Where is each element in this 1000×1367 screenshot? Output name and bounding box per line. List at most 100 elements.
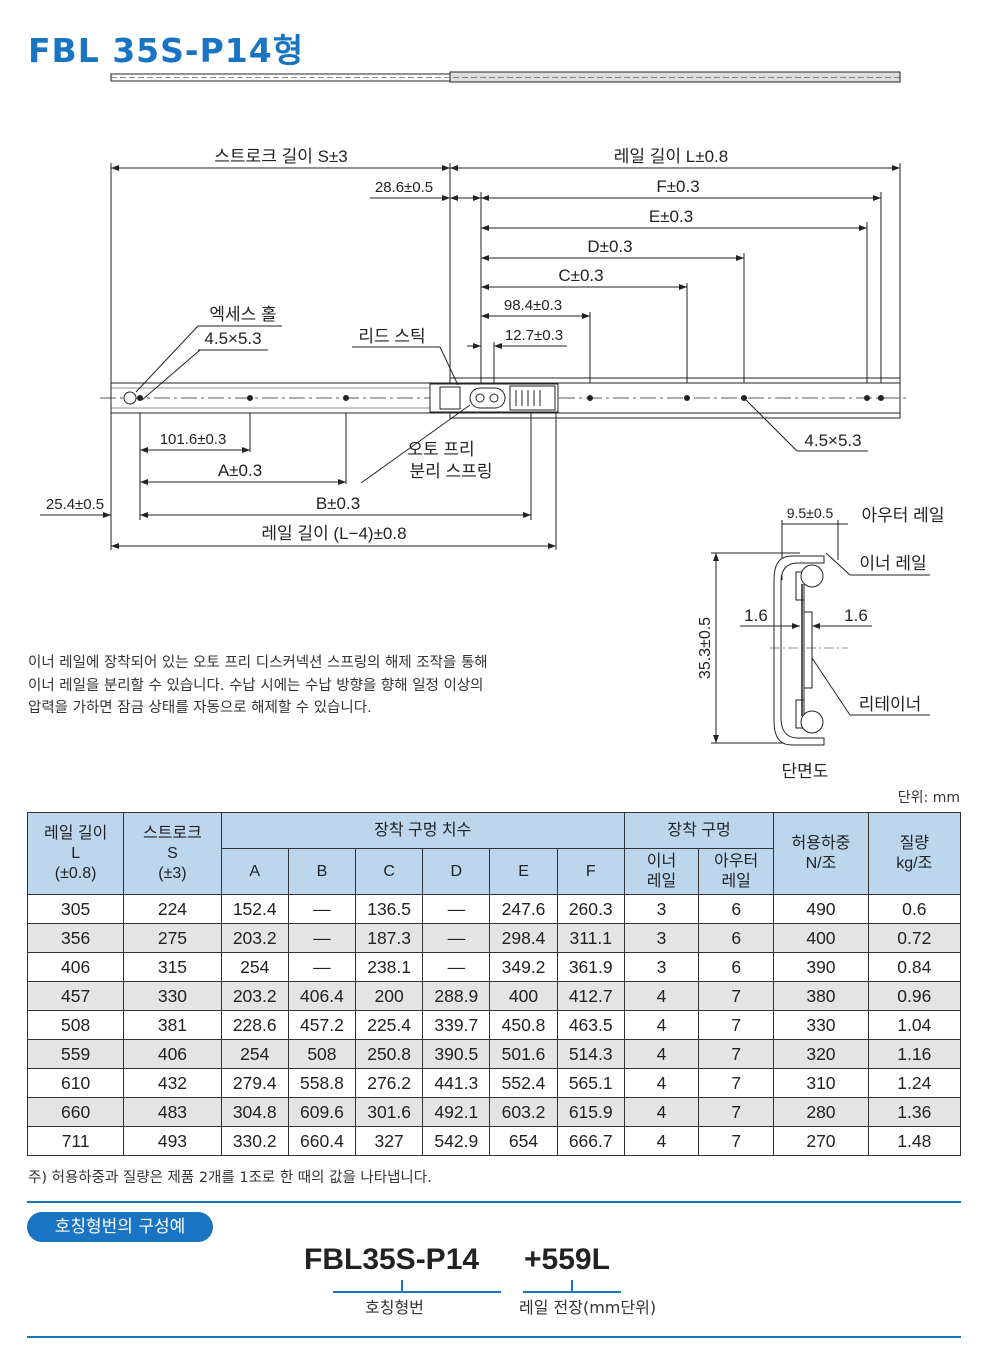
example-code: FBL35S-P14 bbox=[304, 1243, 480, 1276]
table-cell: 238.1 bbox=[355, 952, 424, 982]
table-cell: 615.9 bbox=[556, 1097, 625, 1127]
header-inner-rail: 이너 레일 bbox=[623, 848, 700, 895]
table-cell: 4 bbox=[623, 1126, 700, 1156]
header-load: 허용하중 N/조 bbox=[773, 812, 869, 895]
table-cell: 247.6 bbox=[489, 894, 558, 924]
table-cell: 250.8 bbox=[355, 1039, 424, 1069]
suffix-tick bbox=[571, 1280, 573, 1292]
access-hole-label: 엑세스 홀 bbox=[209, 305, 276, 324]
table-cell: 280 bbox=[773, 1097, 869, 1127]
code-tick bbox=[401, 1280, 403, 1292]
table-cell: 225.4 bbox=[355, 1010, 424, 1040]
table-cell: — bbox=[287, 894, 357, 924]
table-cell: 412.7 bbox=[556, 981, 625, 1011]
table-cell: 400 bbox=[489, 981, 558, 1011]
table-cell: 660.4 bbox=[287, 1126, 357, 1156]
table-cell: 514.3 bbox=[556, 1039, 625, 1069]
sec-dim-height: 35.3±0.5 bbox=[697, 617, 714, 679]
table-cell: 6 bbox=[698, 894, 775, 924]
table-cell: 275 bbox=[123, 923, 222, 953]
table-cell: 3 bbox=[623, 923, 700, 953]
header-mount-dims: 장착 구멍 치수 bbox=[220, 812, 625, 849]
dim-b: B±0.3 bbox=[316, 494, 360, 513]
dim-25-4: 25.4±0.5 bbox=[46, 496, 104, 513]
table-cell: 224 bbox=[123, 894, 222, 924]
table-note: 주) 허용하중과 질량은 제품 2개를 1조로 한 때의 값을 나타냅니다. bbox=[28, 1170, 432, 1186]
table-cell: 1.24 bbox=[867, 1068, 962, 1098]
header-a: A bbox=[220, 848, 289, 895]
table-cell: 559 bbox=[26, 1039, 125, 1069]
table-cell: 7 bbox=[698, 1010, 775, 1040]
code-label: 호칭형번 bbox=[365, 1298, 424, 1317]
dim-e: E±0.3 bbox=[649, 207, 693, 226]
table-cell: 381 bbox=[123, 1010, 222, 1040]
table-cell: 4 bbox=[623, 1039, 700, 1069]
table-cell: 1.04 bbox=[867, 1010, 962, 1040]
auto-free-label-1: 오토 프리 bbox=[407, 440, 474, 459]
table-cell: 610 bbox=[26, 1068, 125, 1098]
sec-inner-rail-label: 이너 레일 bbox=[859, 554, 926, 573]
table-cell: 4 bbox=[623, 1097, 700, 1127]
table-cell: 660 bbox=[26, 1097, 125, 1127]
table-cell: 254 bbox=[220, 1039, 289, 1069]
table-cell: 260.3 bbox=[556, 894, 625, 924]
header-mount-holes: 장착 구멍 bbox=[623, 812, 775, 849]
rail-drawing: 스트로크 길이 S±3 레일 길이 L±0.8 28.6±0.5 F±0.3 E… bbox=[40, 71, 944, 781]
suffix-label: 레일 전장(mm단위) bbox=[519, 1298, 657, 1317]
table-cell: — bbox=[422, 952, 491, 982]
table-cell: 603.2 bbox=[489, 1097, 558, 1127]
table-cell: 463.5 bbox=[556, 1010, 625, 1040]
hole-size-label: 4.5×5.3 bbox=[804, 431, 861, 450]
dim-a: A±0.3 bbox=[218, 461, 262, 480]
table-cell: 228.6 bbox=[220, 1010, 289, 1040]
table-cell: 390 bbox=[773, 952, 869, 982]
table-cell: 558.8 bbox=[287, 1068, 357, 1098]
table-cell: 406 bbox=[123, 1039, 222, 1069]
table-cell: 136.5 bbox=[355, 894, 424, 924]
table-cell: 4 bbox=[623, 1010, 700, 1040]
table-cell: 330 bbox=[123, 981, 222, 1011]
header-rail-length: 레일 길이 L (±0.8) bbox=[26, 812, 125, 895]
table-cell: 1.16 bbox=[867, 1039, 962, 1069]
divider-bottom bbox=[27, 1336, 961, 1338]
table-cell: 356 bbox=[26, 923, 125, 953]
table-cell: 327 bbox=[355, 1126, 424, 1156]
table-cell: 508 bbox=[26, 1010, 125, 1040]
table-cell: 361.9 bbox=[556, 952, 625, 982]
table-cell: 450.8 bbox=[489, 1010, 558, 1040]
table-cell: 7 bbox=[698, 1126, 775, 1156]
table-cell: 152.4 bbox=[220, 894, 289, 924]
dim-101-6: 101.6±0.3 bbox=[160, 431, 227, 448]
table-cell: 441.3 bbox=[422, 1068, 491, 1098]
table-cell: 276.2 bbox=[355, 1068, 424, 1098]
table-cell: 493 bbox=[123, 1126, 222, 1156]
table-cell: 330.2 bbox=[220, 1126, 289, 1156]
table-cell: 288.9 bbox=[422, 981, 491, 1011]
dim-28-6: 28.6±0.5 bbox=[375, 179, 433, 196]
table-cell: 483 bbox=[123, 1097, 222, 1127]
header-f: F bbox=[556, 848, 625, 895]
table-cell: 457.2 bbox=[287, 1010, 357, 1040]
table-cell: 279.4 bbox=[220, 1068, 289, 1098]
table-cell: 7 bbox=[698, 981, 775, 1011]
access-hole-size: 4.5×5.3 bbox=[204, 329, 261, 348]
table-cell: — bbox=[287, 952, 357, 982]
header-b: B bbox=[287, 848, 357, 895]
sec-dim-9-5: 9.5±0.5 bbox=[787, 505, 834, 521]
table-cell: — bbox=[287, 923, 357, 953]
suffix-underline bbox=[523, 1291, 621, 1293]
table-cell: — bbox=[422, 923, 491, 953]
table-cell: 330 bbox=[773, 1010, 869, 1040]
table-cell: 508 bbox=[287, 1039, 357, 1069]
table-cell: 254 bbox=[220, 952, 289, 982]
header-outer-rail: 아우터 레일 bbox=[698, 848, 775, 895]
code-underline bbox=[333, 1291, 501, 1293]
section-caption: 단면도 bbox=[782, 762, 829, 781]
